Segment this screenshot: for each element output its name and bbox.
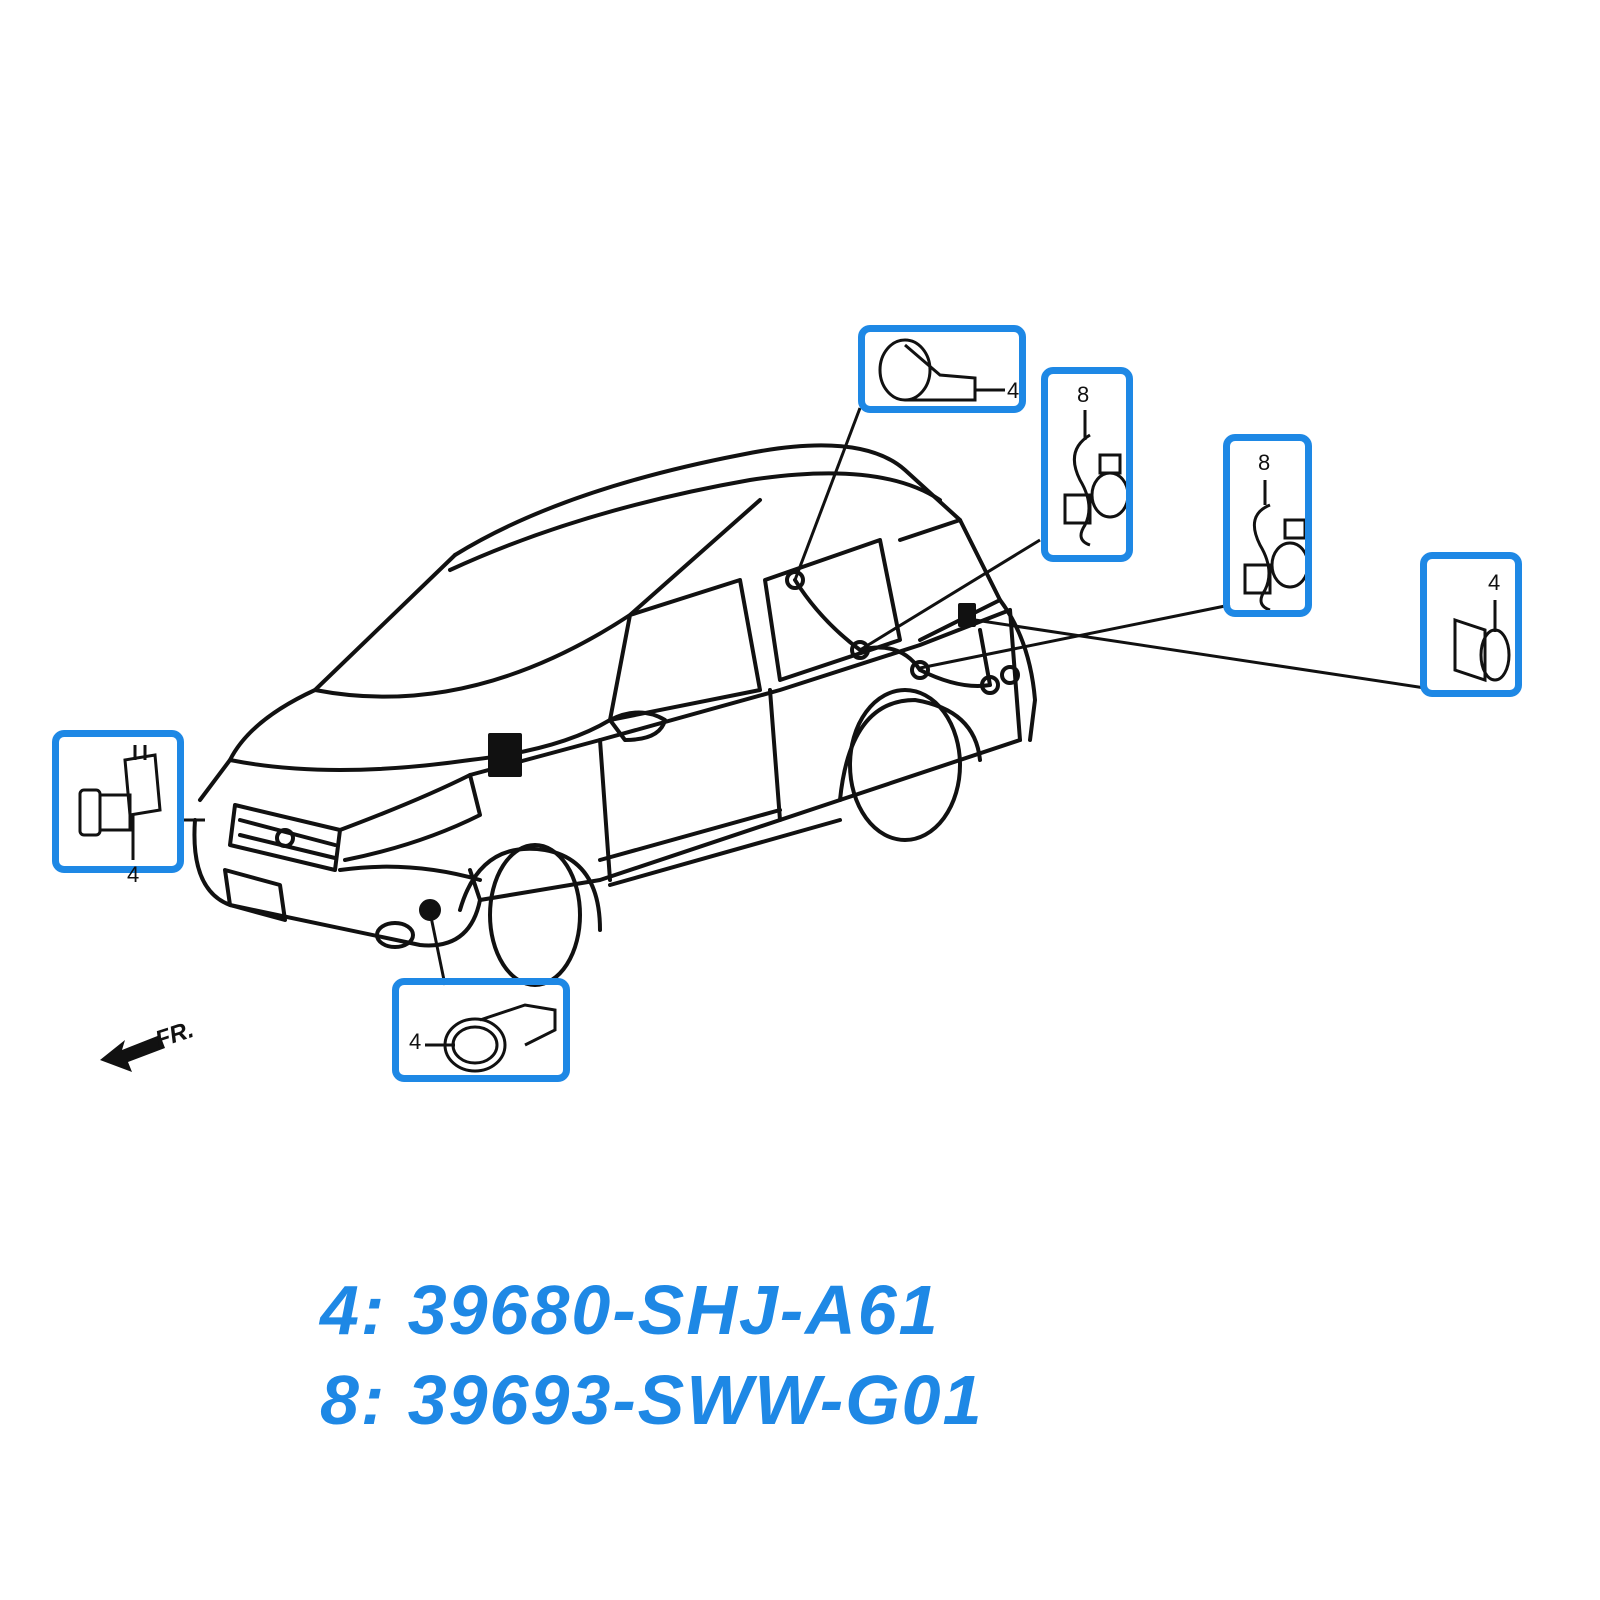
front-bumper xyxy=(192,818,482,948)
control-unit xyxy=(488,733,522,777)
callout-rear-mid-left-number: 8 xyxy=(1077,382,1090,407)
leader-rear-right xyxy=(974,618,1426,690)
rear-wheel xyxy=(848,688,962,842)
callout-rear-mid-right-sensor xyxy=(1223,434,1312,617)
part-number-legend-line-2: 8: 39693-SWW-G01 xyxy=(320,1361,984,1439)
callout-front-corner-sensor xyxy=(52,730,184,873)
leader-rear-top xyxy=(793,407,862,581)
callout-rear-right-number: 4 xyxy=(1488,570,1501,595)
body-side xyxy=(468,608,1012,777)
wiring-harness xyxy=(793,578,992,688)
sensor-front-corner-drawing xyxy=(78,745,162,860)
front-wheel xyxy=(488,843,582,987)
windshield xyxy=(313,498,762,699)
sensor-rear-mid-right-drawing xyxy=(1243,480,1310,612)
callout-front-bumper-sensor xyxy=(392,978,570,1082)
callout-front-bumper-number: 4 xyxy=(409,1029,422,1054)
part-number-legend-line-1: 4: 39680-SHJ-A61 xyxy=(320,1271,940,1349)
front-wheel-arch xyxy=(458,846,602,932)
front-direction-arrow xyxy=(100,1035,165,1072)
hood xyxy=(228,688,612,772)
callout-rear-mid-right-number: 8 xyxy=(1258,450,1271,475)
callout-rear-mid-left-sensor xyxy=(1041,367,1133,562)
front-grille xyxy=(228,803,342,872)
callout-rear-top-number: 4 xyxy=(1007,378,1020,403)
callout-rear-top-sensor xyxy=(858,325,1026,413)
leader-front-bumper xyxy=(428,911,447,986)
sensor-front-bumper-drawing xyxy=(425,1003,557,1073)
sensor-rear-top-drawing xyxy=(878,338,1005,402)
roof-outline xyxy=(453,443,962,557)
callout-rear-right-sensor xyxy=(1420,552,1522,697)
sensor-rear-right-drawing xyxy=(1453,600,1511,683)
callout-front-corner-number: 4 xyxy=(127,862,140,887)
leader-rear-mid-left xyxy=(859,538,1041,652)
